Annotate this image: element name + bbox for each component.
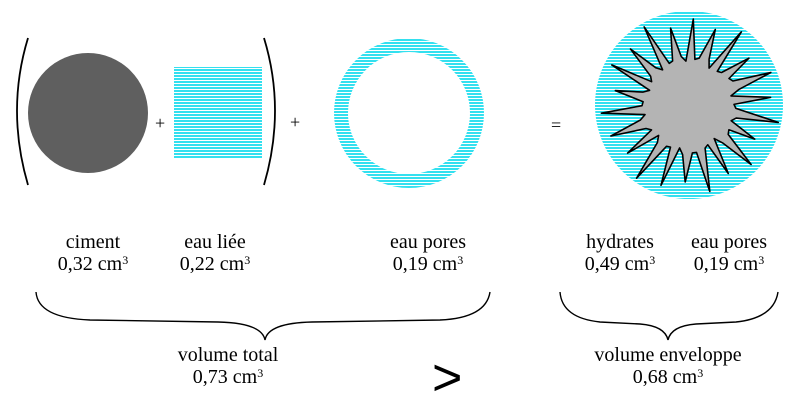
- eau-pores-right-name: eau pores: [690, 231, 768, 253]
- eau-pores-left-name: eau pores: [389, 231, 467, 253]
- label-hydrates: hydrates 0,49 cm3: [565, 231, 675, 275]
- label-eau-pores-right: eau pores 0,19 cm3: [676, 231, 782, 275]
- volume-enveloppe-name: volume enveloppe: [594, 344, 742, 366]
- volume-enveloppe-value: 0,68 cm3: [632, 366, 704, 388]
- eau-pores-ring: [334, 38, 484, 188]
- right-underbrace: [559, 291, 779, 341]
- hydrates-volume: 0,49 cm3: [584, 253, 656, 275]
- label-ciment: ciment 0,32 cm3: [43, 231, 143, 275]
- volume-total-name: volume total: [177, 344, 279, 366]
- ciment-name: ciment: [65, 231, 121, 253]
- left-parenthesis: [16, 37, 29, 186]
- volume-total-value: 0,73 cm3: [192, 366, 264, 388]
- label-eau-pores-left: eau pores 0,19 cm3: [365, 231, 491, 275]
- right-parenthesis: [263, 37, 276, 186]
- plus-operator-1: +: [155, 113, 166, 133]
- plus-operator-2: +: [290, 112, 301, 132]
- eau-liee-volume: 0,22 cm3: [179, 253, 251, 275]
- eau-pores-left-volume: 0,19 cm3: [392, 253, 464, 275]
- ciment-volume: 0,32 cm3: [57, 253, 129, 275]
- eau-pores-right-volume: 0,19 cm3: [693, 253, 765, 275]
- equals-operator: =: [551, 115, 562, 135]
- hydrate-star: [600, 18, 780, 193]
- label-volume-enveloppe: volume enveloppe 0,68 cm3: [568, 344, 768, 388]
- ciment-disc: [28, 53, 148, 173]
- eau-liee-name: eau liée: [184, 231, 246, 253]
- greater-than-sign: >: [432, 349, 463, 397]
- left-underbrace: [35, 291, 491, 341]
- label-volume-total: volume total 0,73 cm3: [148, 344, 308, 388]
- hydrates-name: hydrates: [586, 231, 654, 253]
- eau-liee-square: [174, 67, 262, 158]
- label-eau-liee: eau liée 0,22 cm3: [160, 231, 270, 275]
- hydrates-particle: [595, 11, 783, 199]
